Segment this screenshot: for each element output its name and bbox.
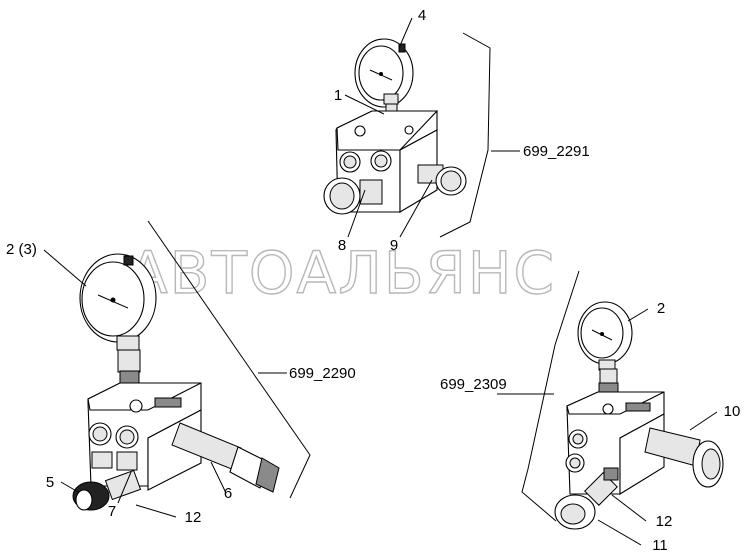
assembly-code-top: 699_2291 bbox=[523, 143, 590, 160]
leader-lines bbox=[43, 17, 718, 546]
callout-12-left: 12 bbox=[185, 509, 202, 526]
watermark: АВТОАЛЬЯНС bbox=[128, 239, 556, 307]
gauge-left bbox=[79, 253, 157, 351]
assembly-left bbox=[72, 220, 311, 511]
callout-9: 9 bbox=[390, 237, 398, 254]
assembly-code-right: 699_2309 bbox=[440, 376, 507, 393]
assembly-code-left: 699_2290 bbox=[289, 365, 356, 382]
callout-11: 11 bbox=[652, 537, 668, 554]
callout-12-right: 12 bbox=[656, 513, 673, 530]
callout-1: 1 bbox=[334, 87, 342, 104]
callout-7: 7 bbox=[108, 503, 116, 520]
gauge-top bbox=[354, 38, 414, 108]
callout-10: 10 bbox=[724, 403, 741, 420]
callout-2-3: 2 (3) bbox=[6, 241, 37, 258]
callout-2: 2 bbox=[657, 300, 665, 317]
callout-6: 6 bbox=[224, 485, 232, 502]
callout-4: 4 bbox=[418, 7, 426, 24]
callout-5: 5 bbox=[46, 474, 54, 491]
gauge-right bbox=[577, 301, 633, 371]
callout-8: 8 bbox=[338, 237, 346, 254]
assembly-right bbox=[521, 270, 724, 530]
assembly-top bbox=[323, 32, 491, 238]
